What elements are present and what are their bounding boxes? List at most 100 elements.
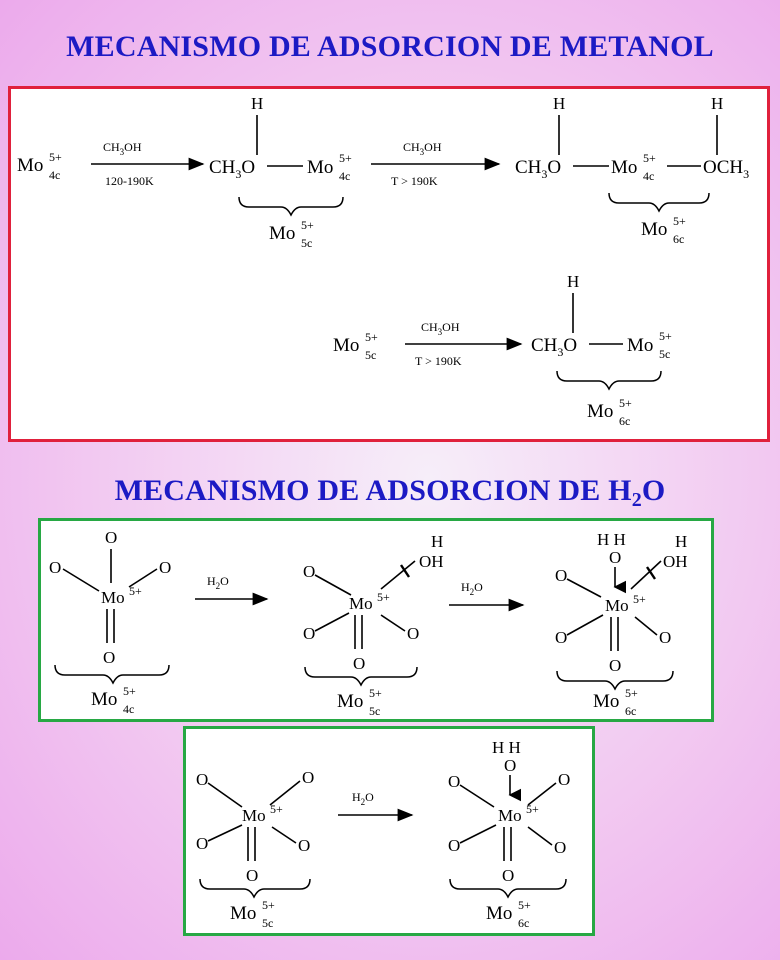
svg-text:CH3OH: CH3OH (421, 320, 460, 337)
svg-text:O: O (196, 770, 208, 789)
svg-text:6c: 6c (518, 916, 529, 930)
svg-text:Mo: Mo (593, 691, 619, 712)
reaction-arrow-2: CH3OH T > 190K (371, 140, 501, 188)
mo-4c-oxo-species: O O O Mo 5+ O Mo 5+ 4c (49, 528, 171, 716)
svg-text:5+: 5+ (619, 396, 632, 410)
svg-text:Mo: Mo (611, 157, 637, 178)
svg-text:Mo: Mo (498, 806, 522, 825)
ch3oh-mo-4c-adduct: H CH3O Mo 5+ 4c Mo 5+ 5c (209, 94, 352, 250)
svg-text:Mo: Mo (587, 401, 613, 422)
svg-text:OH: OH (663, 552, 688, 571)
svg-text:O: O (554, 838, 566, 857)
methanol-scheme: Mo 5+ 4c CH3OH 120-190K H CH3O Mo 5+ 4c … (17, 94, 749, 428)
svg-text:Mo: Mo (486, 903, 512, 924)
svg-text:5+: 5+ (301, 218, 314, 232)
svg-text:5+: 5+ (270, 802, 283, 816)
svg-text:O: O (502, 866, 514, 885)
svg-text:Mo: Mo (641, 219, 667, 240)
svg-text:5c: 5c (369, 704, 380, 718)
svg-text:Mo: Mo (333, 335, 359, 356)
svg-text:O: O (448, 772, 460, 791)
svg-text:Mo: Mo (17, 155, 43, 176)
mo-4c-reactant: Mo 5+ 4c (17, 150, 62, 182)
svg-text:4c: 4c (123, 702, 134, 716)
water-mechanism-panel-1: O O O Mo 5+ O Mo 5+ 4c H2O H OH O (38, 518, 714, 722)
mo-6c-aqua-hydroxyl-species: H H O H OH O Mo 5+ O O O Mo 5+ 6c (555, 530, 688, 718)
svg-text:O: O (303, 562, 315, 581)
svg-text:4c: 4c (339, 169, 350, 183)
svg-text:5+: 5+ (673, 214, 686, 228)
svg-text:O: O (353, 654, 365, 673)
svg-text:H: H (675, 532, 687, 551)
svg-text:T > 190K: T > 190K (415, 354, 462, 368)
svg-text:O: O (407, 624, 419, 643)
water-arrow-2: H2O (449, 580, 525, 612)
svg-text:Mo: Mo (91, 689, 117, 710)
svg-text:5+: 5+ (365, 330, 378, 344)
svg-text:O: O (504, 756, 516, 775)
svg-text:5+: 5+ (526, 802, 539, 816)
svg-text:5+: 5+ (518, 898, 531, 912)
svg-text:Mo: Mo (230, 903, 256, 924)
svg-text:H: H (711, 94, 723, 113)
svg-text:O: O (103, 648, 115, 667)
svg-text:4c: 4c (643, 169, 654, 183)
svg-text:Mo: Mo (307, 157, 333, 178)
svg-text:OH: OH (419, 552, 444, 571)
svg-text:Mo: Mo (269, 223, 295, 244)
svg-text:6c: 6c (625, 704, 636, 718)
svg-text:H: H (431, 532, 443, 551)
svg-text:H2O: H2O (352, 790, 374, 807)
svg-text:6c: 6c (619, 414, 630, 428)
svg-text:120-190K: 120-190K (105, 174, 154, 188)
reaction-arrow-1: CH3OH 120-190K (91, 140, 205, 188)
svg-text:CH3OH: CH3OH (403, 140, 442, 157)
svg-text:O: O (555, 628, 567, 647)
svg-text:O: O (303, 624, 315, 643)
svg-text:Mo: Mo (627, 335, 653, 356)
svg-text:5+: 5+ (49, 150, 62, 164)
svg-text:O: O (609, 548, 621, 567)
svg-text:5+: 5+ (123, 684, 136, 698)
svg-text:CH3O: CH3O (515, 157, 561, 181)
svg-text:H2O: H2O (207, 574, 229, 591)
mo-5c-oxo-species: O O Mo 5+ O O O Mo 5+ 5c (196, 768, 314, 930)
mo-5c-reactant: Mo 5+ 5c (333, 330, 378, 362)
svg-text:O: O (555, 566, 567, 585)
svg-text:5+: 5+ (262, 898, 275, 912)
svg-text:5+: 5+ (643, 151, 656, 165)
svg-text:H2O: H2O (461, 580, 483, 597)
svg-text:O: O (196, 834, 208, 853)
svg-text:OCH3: OCH3 (703, 157, 749, 181)
svg-text:O: O (302, 768, 314, 787)
svg-text:H: H (567, 272, 579, 291)
svg-text:O: O (159, 558, 171, 577)
water-scheme-1: O O O Mo 5+ O Mo 5+ 4c H2O H OH O (49, 528, 688, 718)
svg-text:H H: H H (492, 738, 521, 757)
di-methanol-mo-4c-adduct: H CH3O Mo 5+ 4c H OCH3 Mo 5+ 6c (515, 94, 749, 246)
svg-text:5+: 5+ (339, 151, 352, 165)
svg-text:5c: 5c (365, 348, 376, 362)
svg-text:H: H (553, 94, 565, 113)
svg-text:5c: 5c (262, 916, 273, 930)
svg-text:O: O (298, 836, 310, 855)
svg-text:O: O (659, 628, 671, 647)
svg-text:O: O (246, 866, 258, 885)
reaction-arrow-3: CH3OH T > 190K (405, 320, 523, 368)
svg-text:5+: 5+ (659, 329, 672, 343)
svg-text:CH3O: CH3O (209, 157, 255, 181)
svg-text:Mo: Mo (337, 691, 363, 712)
svg-text:5+: 5+ (633, 592, 646, 606)
svg-text:O: O (105, 528, 117, 547)
svg-text:H H: H H (597, 530, 626, 549)
water-scheme-2: O O Mo 5+ O O O Mo 5+ 5c H2O H H O (196, 738, 570, 930)
svg-text:5c: 5c (301, 236, 312, 250)
water-arrow-3: H2O (338, 790, 414, 822)
svg-text:5+: 5+ (377, 590, 390, 604)
svg-text:H: H (251, 94, 263, 113)
svg-text:Mo: Mo (101, 588, 125, 607)
mo-6c-aqua-species: H H O O O Mo 5+ O O O Mo 5+ 6c (448, 738, 570, 930)
svg-text:Mo: Mo (242, 806, 266, 825)
svg-text:Mo: Mo (349, 594, 373, 613)
svg-text:5+: 5+ (625, 686, 638, 700)
